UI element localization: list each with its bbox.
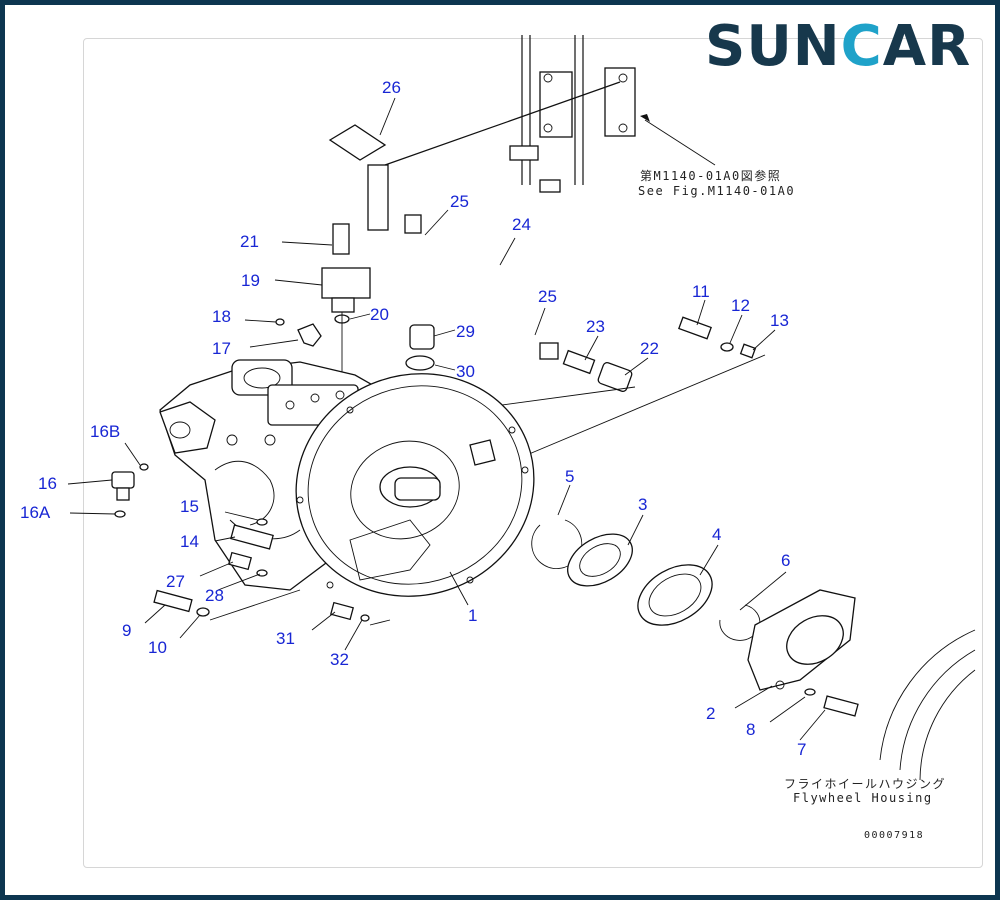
callout-7: 7: [797, 740, 806, 759]
callout-17: 17: [212, 339, 231, 358]
callout-32: 32: [330, 650, 349, 669]
callout-25-bottom: 25: [538, 287, 557, 306]
callout-30: 30: [456, 362, 475, 381]
callout-1: 1: [468, 606, 477, 625]
callout-26: 26: [382, 78, 401, 97]
callout-4: 4: [712, 525, 721, 544]
flywheel-note: フライホイールハウジング Flywheel Housing: [784, 777, 946, 805]
reference-note: 第M1140-01A0図参照 See Fig.M1140-01A0: [638, 168, 795, 198]
callout-20: 20: [370, 305, 389, 324]
sensor-parts: [275, 223, 435, 388]
diagram-frame: SUNCAR: [5, 5, 995, 895]
flywheel-housing-2: [747, 589, 976, 781]
callout-31: 31: [276, 629, 295, 648]
callout-10: 10: [148, 638, 167, 657]
bracket-26: [328, 81, 621, 231]
callout-6: 6: [781, 551, 790, 570]
callout-27: 27: [166, 572, 185, 591]
logo-text-c: C: [840, 14, 883, 79]
callout-9: 9: [122, 621, 131, 640]
callout-23: 23: [586, 317, 605, 336]
reference-note-jp: 第M1140-01A0図参照: [640, 168, 781, 183]
left-small-parts: [111, 463, 391, 626]
callout-16b: 16B: [90, 422, 120, 441]
callout-16a: 16A: [20, 503, 51, 522]
callout-21: 21: [240, 232, 259, 251]
flywheel-note-en: Flywheel Housing: [793, 791, 933, 805]
drawing-number: 00007918: [864, 830, 924, 841]
reference-note-en: See Fig.M1140-01A0: [638, 184, 795, 198]
callout-22: 22: [640, 339, 659, 358]
housing-flange-1: [295, 373, 535, 597]
callout-24: 24: [512, 215, 531, 234]
callout-8: 8: [746, 720, 755, 739]
callout-14: 14: [180, 532, 199, 551]
callout-18: 18: [212, 307, 231, 326]
callout-11: 11: [692, 282, 710, 301]
callout-12: 12: [731, 296, 750, 315]
logo-text-ar: AR: [882, 14, 972, 79]
callout-2: 2: [706, 704, 715, 723]
callout-19: 19: [241, 271, 260, 290]
logo-text-sun: SUN: [705, 14, 841, 79]
callout-29: 29: [456, 322, 475, 341]
leader-lines: [67, 97, 826, 741]
frame-rails: [509, 35, 716, 193]
brand-logo: SUNCAR: [705, 17, 971, 77]
drawing-sheet: [83, 38, 983, 868]
callout-labels: 26 25 24 25 21 19 20 18 17 29 30 23 22 1…: [20, 78, 806, 759]
hose-24: [404, 214, 559, 360]
callout-28: 28: [205, 586, 224, 605]
flywheel-note-jp: フライホイールハウジング: [784, 777, 946, 791]
coupling-parts: [531, 519, 761, 641]
callout-25-top: 25: [450, 192, 469, 211]
callout-5: 5: [565, 467, 574, 486]
callout-16: 16: [38, 474, 57, 493]
callout-15: 15: [180, 497, 199, 516]
callout-3: 3: [638, 495, 647, 514]
callout-13: 13: [770, 311, 789, 330]
